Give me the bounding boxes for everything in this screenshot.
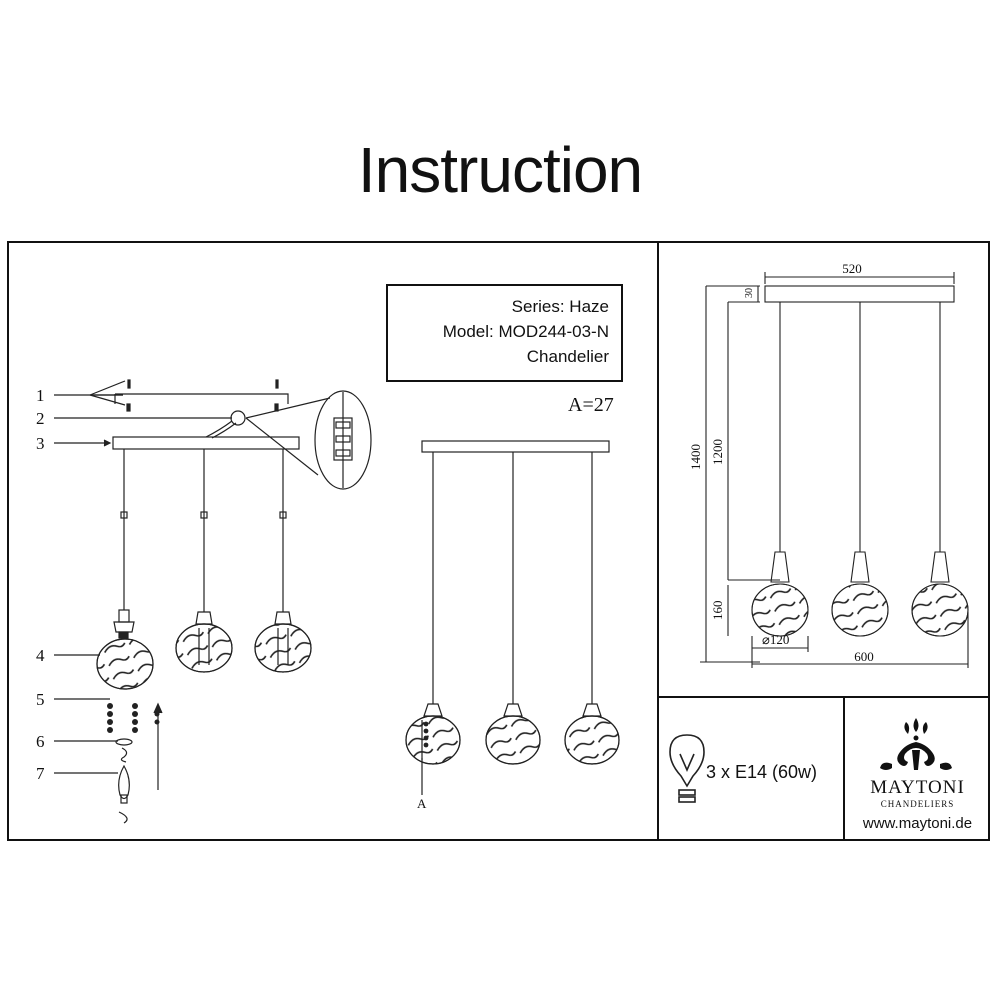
divider-horizontal bbox=[657, 696, 990, 698]
mounting-bracket bbox=[114, 393, 289, 404]
shade-assembled-1 bbox=[405, 703, 461, 795]
instruction-frame bbox=[7, 241, 990, 841]
canopy-dim bbox=[764, 285, 955, 303]
dim-120: ⌀120 bbox=[762, 632, 789, 647]
pendant-assembled-middle bbox=[175, 611, 233, 673]
type-label: Chandelier bbox=[526, 347, 609, 366]
brand-tagline: CHANDELIERS bbox=[880, 799, 955, 809]
callout-1: 1 bbox=[36, 386, 45, 405]
shade-dim-1 bbox=[751, 551, 809, 637]
supply-wires bbox=[205, 420, 233, 438]
bulb-icon bbox=[669, 734, 705, 803]
brand-url: www.maytoni.de bbox=[862, 815, 973, 832]
maytoni-logo-icon bbox=[880, 718, 952, 770]
callout-2: 2 bbox=[36, 409, 45, 428]
shade-assembled-3 bbox=[564, 703, 620, 765]
terminal-block bbox=[230, 410, 246, 426]
callout-5: 5 bbox=[36, 690, 45, 709]
candle-bulb bbox=[118, 764, 130, 800]
dim-160: 160 bbox=[710, 601, 725, 621]
divider-vertical bbox=[657, 241, 659, 841]
a-marker: A bbox=[417, 796, 427, 811]
callout-numbers: 1 2 3 4 5 6 7 bbox=[36, 386, 45, 783]
brand-panel: MAYTONI CHANDELIERS www.maytoni.de bbox=[845, 696, 990, 841]
dim-30: 30 bbox=[744, 288, 755, 298]
divider-vertical-brand bbox=[843, 696, 845, 841]
crystal-strands bbox=[107, 703, 160, 733]
screw-left bbox=[127, 379, 131, 389]
dimension-drawing bbox=[700, 272, 969, 668]
canopy-bar bbox=[112, 436, 300, 450]
canopy-bar-assembled bbox=[421, 440, 610, 453]
fixing-ring bbox=[115, 738, 133, 746]
lamp-holder bbox=[113, 621, 135, 633]
model-label: Model: MOD244-03-N bbox=[442, 322, 609, 341]
dim-1200: 1200 bbox=[710, 439, 725, 465]
page-title: Instruction bbox=[357, 134, 643, 206]
callout-3: 3 bbox=[36, 434, 45, 453]
dim-520: 520 bbox=[842, 261, 862, 276]
a-value-label: A=27 bbox=[568, 394, 614, 416]
brand-name: MAYTONI bbox=[870, 777, 965, 798]
shade-assembled-2 bbox=[485, 703, 541, 765]
screw-right bbox=[275, 379, 279, 389]
terminal-magnifier bbox=[314, 390, 372, 490]
callout-6: 6 bbox=[36, 732, 45, 751]
shade-dim-3 bbox=[911, 551, 969, 637]
dim-600: 600 bbox=[854, 649, 874, 664]
dimension-labels: 520 30 1400 1200 160 ⌀120 600 bbox=[688, 261, 874, 664]
callout-4: 4 bbox=[36, 646, 45, 665]
callout-7: 7 bbox=[36, 764, 45, 783]
bulb-arrow bbox=[118, 811, 128, 824]
pendant-assembled-right bbox=[254, 611, 312, 673]
assembled-view bbox=[405, 440, 620, 795]
bulb-spec: 3 x E14 (60w) bbox=[706, 762, 818, 782]
exploded-view bbox=[54, 379, 372, 824]
series-label: Series: Haze bbox=[511, 297, 609, 316]
shade-dim-2 bbox=[831, 551, 889, 637]
ring-arrow bbox=[120, 747, 128, 763]
dim-1400: 1400 bbox=[688, 444, 703, 470]
leader-1-fork bbox=[89, 380, 126, 406]
product-info-box: Series: Haze Model: MOD244-03-N Chandeli… bbox=[386, 284, 623, 382]
